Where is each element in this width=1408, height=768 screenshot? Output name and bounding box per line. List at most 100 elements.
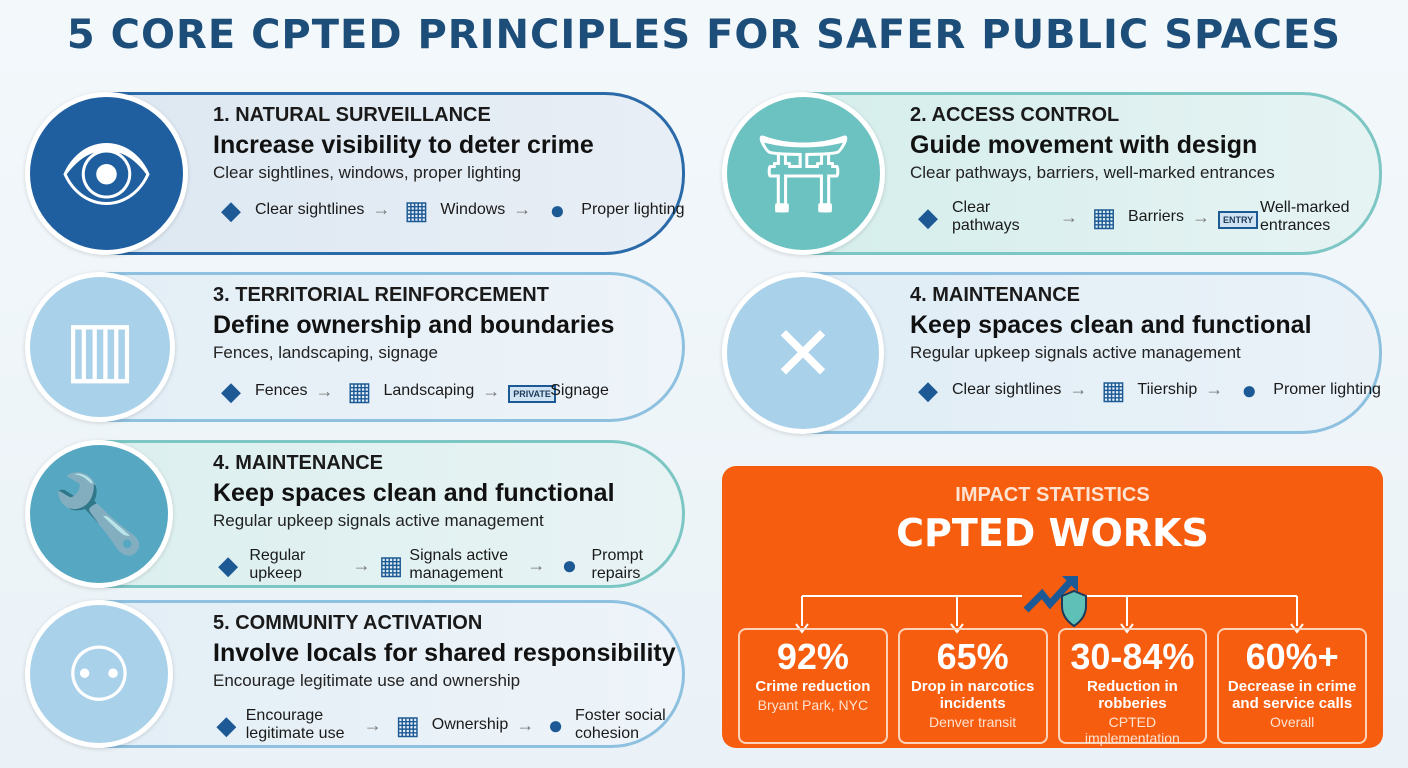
- hand-coin-icon: ▦: [395, 710, 421, 740]
- stat-label: Drop in narcotics incidents: [910, 678, 1035, 712]
- step-label: Prompt repairs: [591, 547, 644, 582]
- arrow-icon: →: [1205, 379, 1224, 399]
- arrow-icon: →: [482, 380, 501, 401]
- private-sign-icon: PRIVATE: [508, 379, 556, 403]
- principle-card-maintenance: 🔧 4. MAINTENANCE Keep spaces clean and f…: [25, 440, 685, 588]
- step-handshake: ●Foster social cohesion: [542, 707, 685, 743]
- step-tools: ▦Signals active management: [379, 547, 520, 583]
- card-heading: 2. ACCESS CONTROL: [910, 104, 1120, 126]
- impact-statistics-panel: IMPACT STATISTICS CPTED WORKS 92%Crime r…: [722, 466, 1383, 748]
- step-label: Ownership: [431, 716, 509, 733]
- stat-source: Overall: [1269, 714, 1315, 730]
- card-heading: 4. MAINTENANCE: [213, 452, 384, 474]
- card-steps: ◆ Regular upkeep → ▦Signals active manageme…: [213, 547, 685, 583]
- step-label: Foster social cohesion: [574, 707, 666, 742]
- stat-label: Reduction in robberies: [1086, 678, 1178, 712]
- step-label: Promer lighting: [1273, 380, 1381, 398]
- step-path-pin: ◆ Clear pathways: [910, 199, 1052, 235]
- card-subtitle: Keep spaces clean and functional: [910, 311, 1312, 339]
- step-label: Landscaping: [383, 382, 475, 399]
- arrow-icon: →: [513, 199, 532, 219]
- card-panel: [105, 440, 685, 588]
- sightline-icon: ◆: [221, 194, 241, 225]
- card-panel: [802, 92, 1382, 255]
- step-label: Well-marked entrances: [1260, 199, 1350, 234]
- step-fence: ◆Fences: [213, 376, 307, 406]
- stat-value: 60%+: [1245, 636, 1339, 677]
- step-trash: ◆ Regular upkeep: [213, 547, 345, 583]
- card-steps: ◆ Encourage legitimate use → ▦ Ownership → ●Fo…: [213, 707, 685, 743]
- page-title: 5 CORE CPTED PRINCIPLES FOR SAFER PUBLIC…: [66, 12, 1342, 58]
- arrow-icon: →: [1060, 206, 1078, 227]
- card-panel: [105, 600, 685, 748]
- bush-icon: ▦: [347, 376, 372, 406]
- step-label: Regular upkeep: [249, 547, 306, 582]
- card-subtitle: Define ownership and boundaries: [213, 311, 615, 339]
- stat-value: 65%: [936, 636, 1009, 677]
- card-description: Fences, landscaping, signage: [213, 343, 438, 362]
- fence-icon: ▥: [25, 272, 175, 422]
- handshake-icon: ●: [1241, 374, 1258, 405]
- card-heading: 3. TERRITORIAL REINFORCEMENT: [213, 284, 549, 306]
- arrow-icon: →: [1192, 206, 1211, 227]
- hand-key-icon: ▦: [1101, 374, 1126, 405]
- trash-icon: ◆: [218, 550, 239, 580]
- card-description: Encourage legitimate use and ownership: [213, 671, 521, 690]
- step-hand-key: ▦ Tiiership: [1095, 374, 1198, 405]
- step-hand-coin: ▦ Ownership: [390, 710, 509, 740]
- step-people: ◆ Encourage legitimate use: [213, 707, 356, 743]
- step-barrier: ▦Barriers: [1086, 202, 1184, 232]
- fence-icon: ◆: [221, 376, 241, 406]
- step-handshake: ● Promer lighting: [1231, 374, 1381, 405]
- step-label: Signals active management: [409, 547, 509, 582]
- building-icon: ▦: [404, 194, 429, 225]
- card-steps: ◆Clear sightlines→▦Tiiership→●Promer lig…: [910, 374, 1381, 405]
- step-label: Clear pathways: [952, 199, 1020, 234]
- stat-label: Decrease in crime and service calls: [1227, 678, 1357, 712]
- card-subtitle: Keep spaces clean and functional: [213, 479, 615, 507]
- stat-source: Bryant Park, NYC: [757, 697, 869, 713]
- people-icon: ◆: [216, 710, 237, 740]
- card-subtitle: Involve locals for shared responsibility: [213, 639, 676, 667]
- card-description: Regular upkeep signals active management: [910, 343, 1241, 362]
- card-panel: [105, 92, 685, 255]
- barrier-icon: ▦: [1091, 202, 1117, 232]
- step-label: Encourage legitimate use: [245, 707, 345, 742]
- trend-shield-icon: [1022, 570, 1092, 640]
- card-subtitle: Increase visibility to deter crime: [213, 131, 594, 159]
- card-heading: 5. COMMUNITY ACTIVATION: [213, 612, 483, 634]
- card-description: Regular upkeep signals active management: [213, 511, 544, 530]
- principle-card-maintenance-right: ✕ 4. MAINTENANCE Keep spaces clean and f…: [722, 272, 1382, 434]
- arrow-icon: →: [363, 714, 382, 735]
- stat-source: Denver transit: [929, 714, 1017, 730]
- step-label: Proper lighting: [581, 200, 685, 218]
- impact-headline: CPTED WORKS: [896, 511, 1209, 555]
- card-subtitle: Guide movement with design: [910, 131, 1258, 159]
- card-steps: ◆Clear sightlines→▦Windows→●Proper light…: [213, 194, 685, 225]
- card-description: Clear sightlines, windows, proper lighti…: [213, 163, 522, 182]
- brush-broom-icon: ✕: [722, 272, 884, 434]
- community-network-icon: ⚇: [25, 600, 173, 748]
- stat-value: 30-84%: [1070, 636, 1195, 677]
- stat-source: CPTED implementation: [1084, 714, 1180, 746]
- entry-sign-icon: ENTRY: [1218, 205, 1259, 229]
- step-community: ◆Clear sightlines: [910, 377, 1061, 403]
- arrow-icon: →: [352, 554, 371, 575]
- gate-path-icon: ⛩: [722, 92, 885, 255]
- step-label: Windows: [440, 200, 506, 218]
- principle-card-access-control: ⛩ 2. ACCESS CONTROL Guide movement with …: [722, 92, 1382, 255]
- step-label: Tiiership: [1137, 380, 1198, 398]
- arrow-icon: →: [516, 714, 535, 735]
- step-sightline: ◆Clear sightlines: [213, 194, 364, 225]
- principle-card-community-activation: ⚇ 5. COMMUNITY ACTIVATION Involve locals…: [25, 600, 685, 748]
- step-label: Signage: [550, 382, 609, 399]
- arrow-icon: →: [372, 199, 391, 219]
- stat-label: Crime reduction: [755, 678, 871, 695]
- path-pin-icon: ◆: [918, 202, 938, 232]
